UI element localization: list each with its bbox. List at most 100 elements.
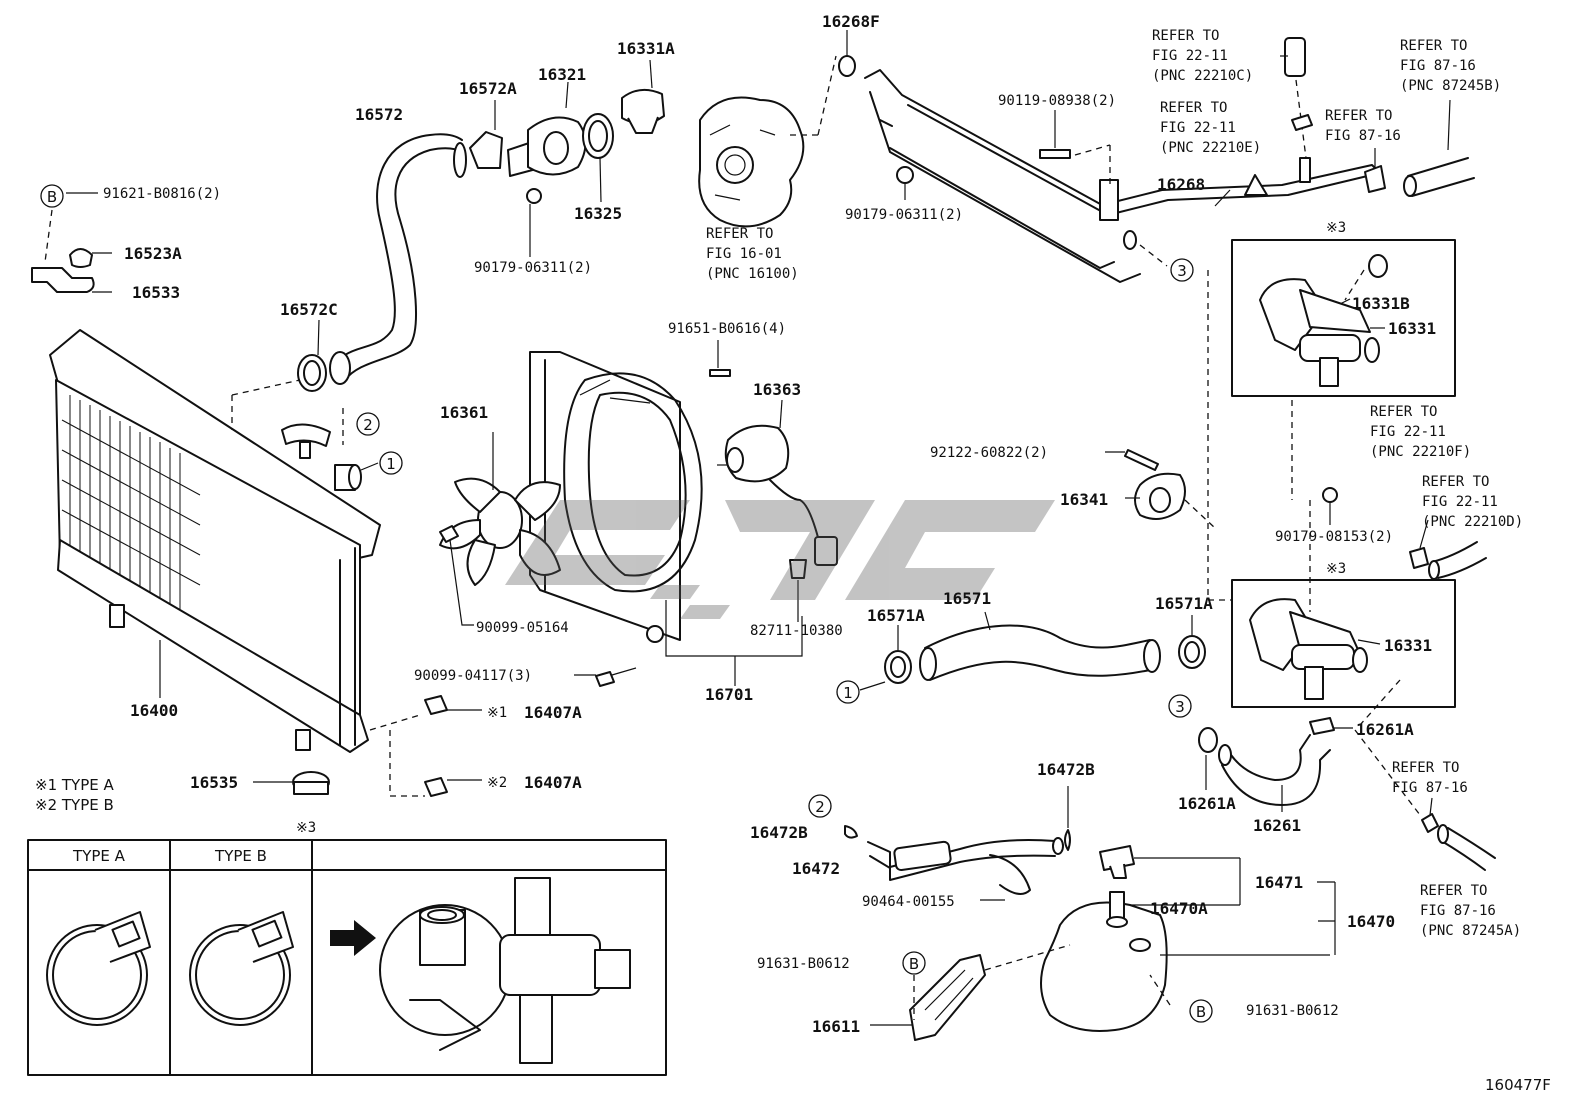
- label-91631-b0612-left[interactable]: 91631-B0612: [757, 956, 850, 972]
- bolt-91651-b0616[interactable]: [709, 340, 731, 377]
- bolt-90119-08938[interactable]: [1039, 110, 1111, 185]
- drain-cock-16535[interactable]: [253, 771, 330, 795]
- lower-radiator-hose-16571[interactable]: [919, 611, 1161, 681]
- radiator-assembly[interactable]: [49, 329, 381, 753]
- label-16400[interactable]: 16400: [130, 701, 178, 720]
- label-16572c[interactable]: 16572C: [280, 300, 338, 319]
- label-16321[interactable]: 16321: [538, 65, 586, 84]
- label-16331-top[interactable]: 16331: [1388, 319, 1436, 338]
- label-90099-05164[interactable]: 90099-05164: [476, 620, 569, 636]
- refer-fig-22-11-e[interactable]: REFER TO FIG 22-11 (PNC 22210E): [1160, 100, 1261, 156]
- water-pipe-16268[interactable]: [864, 69, 1381, 283]
- bolt-90099-04117[interactable]: [574, 667, 637, 687]
- label-16261a-left[interactable]: 16261A: [1178, 794, 1236, 813]
- gasket-16325[interactable]: [582, 113, 614, 203]
- label-91631-b0612-right[interactable]: 91631-B0612: [1246, 1003, 1339, 1019]
- label-16361[interactable]: 16361: [440, 403, 488, 422]
- hose-clamp-16572c[interactable]: [297, 319, 327, 392]
- label-16523a[interactable]: 16523A: [124, 244, 182, 263]
- label-16471[interactable]: 16471: [1255, 873, 1303, 892]
- label-16331a[interactable]: 16331A: [617, 39, 675, 58]
- refer-fig-87-16-top[interactable]: REFER TO FIG 87-16: [1325, 108, 1401, 144]
- label-90099-04117[interactable]: 90099-04117(3): [414, 668, 532, 684]
- refer-fig-22-11-c[interactable]: REFER TO FIG 22-11 (PNC 22210C): [1152, 28, 1253, 84]
- clamp-22210d[interactable]: [1409, 519, 1487, 580]
- label-16407a-type-b[interactable]: 16407A: [524, 773, 582, 792]
- label-90179-06311-top[interactable]: 90179-06311(2): [474, 260, 592, 276]
- gasket-16341[interactable]: [1125, 472, 1216, 529]
- label-16572[interactable]: 16572: [355, 105, 403, 124]
- fan-blade-16361[interactable]: [439, 432, 561, 586]
- clip-16472b-top[interactable]: [1064, 786, 1071, 851]
- label-16572a[interactable]: 16572A: [459, 79, 517, 98]
- bolt-90179-06311-top[interactable]: [526, 188, 542, 257]
- overflow-hose-16472[interactable]: [867, 837, 1064, 881]
- label-90464-00155[interactable]: 90464-00155: [862, 894, 955, 910]
- label-16472b-left[interactable]: 16472B: [750, 823, 808, 842]
- fan-motor-16363[interactable]: [717, 399, 838, 566]
- label-92122-60822[interactable]: 92122-60822(2): [930, 445, 1048, 461]
- label-16470[interactable]: 16470: [1347, 912, 1395, 931]
- label-16611[interactable]: 16611: [812, 1017, 860, 1036]
- sensor-16407a-type-b[interactable]: [424, 777, 482, 797]
- label-16268f[interactable]: 16268F: [822, 12, 880, 31]
- nut-90179-08153[interactable]: [1322, 487, 1338, 525]
- clamp-16571a-left[interactable]: [859, 625, 912, 691]
- fan-shroud-16701[interactable]: [529, 351, 703, 643]
- label-16268[interactable]: 16268: [1157, 175, 1205, 194]
- refer-fig-87-16-bottom[interactable]: REFER TO FIG 87-16: [1392, 760, 1468, 796]
- label-16261a-right[interactable]: 16261A: [1356, 720, 1414, 739]
- label-16325[interactable]: 16325: [574, 204, 622, 223]
- refer-fig-87-16-b[interactable]: REFER TO FIG 87-16 (PNC 87245B): [1400, 38, 1501, 94]
- label-91621-b0816[interactable]: 91621-B0816(2): [103, 186, 221, 202]
- pipe-end-22210c[interactable]: [1280, 37, 1311, 183]
- label-16571a-right[interactable]: 16571A: [1155, 594, 1213, 613]
- hose-87245a[interactable]: [1354, 679, 1496, 871]
- label-16472b-top[interactable]: 16472B: [1037, 760, 1095, 779]
- hose-87245b[interactable]: [1403, 99, 1475, 197]
- clamp-16261a-right[interactable]: [1309, 717, 1353, 735]
- water-outlet-16321[interactable]: [507, 81, 587, 177]
- nut-90099-05164[interactable]: [439, 525, 474, 626]
- label-82711-10380[interactable]: 82711-10380: [750, 623, 843, 639]
- label-16363[interactable]: 16363: [753, 380, 801, 399]
- o-ring-16268f[interactable]: [838, 30, 856, 77]
- label-16571a-left[interactable]: 16571A: [867, 606, 925, 625]
- refer-fig-22-11-d[interactable]: REFER TO FIG 22-11 (PNC 22210D): [1422, 474, 1523, 530]
- clip-22210e[interactable]: [1291, 114, 1313, 131]
- refer-fig-87-16-a[interactable]: REFER TO FIG 87-16 (PNC 87245A): [1420, 883, 1521, 939]
- stud-92122-60822[interactable]: [1105, 449, 1159, 471]
- clamp-8716-top[interactable]: [1364, 148, 1386, 193]
- label-16535[interactable]: 16535: [190, 773, 238, 792]
- thermostat-16331a[interactable]: [621, 59, 665, 134]
- label-90179-08153[interactable]: 90179-08153(2): [1275, 529, 1393, 545]
- label-90119-08938[interactable]: 90119-08938(2): [998, 93, 1116, 109]
- bypass-hose-16261[interactable]: [1218, 734, 1331, 812]
- clamp-16572a[interactable]: [469, 100, 503, 169]
- water-inlet-box-bottom[interactable]: [1231, 579, 1456, 708]
- clip-16523a[interactable]: [69, 248, 112, 268]
- label-16331b[interactable]: 16331B: [1352, 294, 1410, 313]
- clip-82711-10380[interactable]: [789, 559, 807, 622]
- label-90179-06311-mid[interactable]: 90179-06311(2): [845, 207, 963, 223]
- clamp-16261a-left[interactable]: [1198, 727, 1218, 790]
- clamp-16571a-right[interactable]: [1178, 615, 1206, 669]
- label-16261[interactable]: 16261: [1253, 816, 1301, 835]
- clip-16472b-left[interactable]: [844, 825, 858, 839]
- label-16331-bottom[interactable]: 16331: [1384, 636, 1432, 655]
- label-16341[interactable]: 16341: [1060, 490, 1108, 509]
- upper-radiator-hose[interactable]: [329, 133, 467, 385]
- label-16407a-type-a[interactable]: 16407A: [524, 703, 582, 722]
- reservoir-tank-16470[interactable]: [1040, 891, 1330, 1032]
- label-91651-b0616[interactable]: 91651-B0616(4): [668, 321, 786, 337]
- label-16470a[interactable]: 16470A: [1150, 899, 1208, 918]
- label-16533[interactable]: 16533: [132, 283, 180, 302]
- label-16701[interactable]: 16701: [705, 685, 753, 704]
- sensor-16407a-type-a[interactable]: [424, 695, 482, 715]
- refer-fig-16-01[interactable]: REFER TO FIG 16-01 (PNC 16100): [706, 226, 799, 282]
- engine-housing-reference[interactable]: [698, 55, 837, 228]
- bracket-16611[interactable]: [870, 944, 1171, 1041]
- refer-fig-22-11-f[interactable]: REFER TO FIG 22-11 (PNC 22210F): [1370, 404, 1471, 460]
- bracket-16533[interactable]: [31, 192, 112, 293]
- clamp-90464-00155[interactable]: [980, 854, 1031, 901]
